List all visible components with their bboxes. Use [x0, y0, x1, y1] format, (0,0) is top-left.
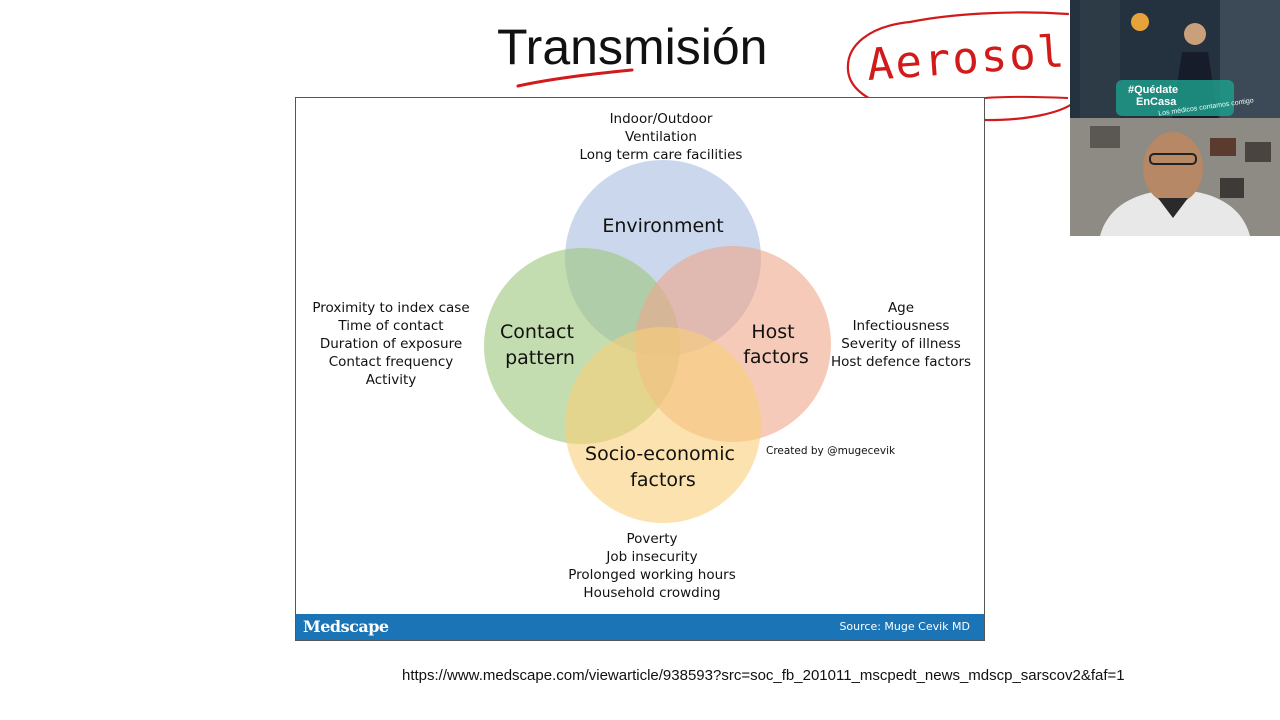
venn-figure: Environment Contact pattern Host factors… [295, 97, 985, 641]
annotation-strike [984, 95, 1069, 99]
logo-icon [1131, 13, 1149, 31]
list-item: Job insecurity [606, 549, 698, 565]
contact-label: Contact pattern [500, 321, 580, 369]
video-frame-graphic [1070, 118, 1280, 236]
list-item: Host defence factors [830, 354, 972, 370]
list-item: Severity of illness [841, 336, 961, 352]
figure-footer: Medscape Source: Muge Cevik MD [296, 614, 984, 640]
badge-line-2: EnCasa [1136, 96, 1177, 108]
contact-factors: Proximity to index case Time of contact … [306, 299, 476, 389]
environment-label: Environment [602, 215, 723, 237]
annotation-text: Aerosol [865, 26, 1068, 91]
list-item: Time of contact [338, 318, 444, 334]
figure-credit: Created by @mugecevik [766, 445, 896, 457]
presenter-video-top: #Quédate EnCasa Los médicos contamos con… [1070, 0, 1280, 118]
video-frame-graphic [1070, 0, 1280, 118]
list-item: Proximity to index case [312, 300, 470, 316]
host-label: Host factors [743, 321, 809, 368]
source-url[interactable]: https://www.medscape.com/viewarticle/938… [402, 667, 1125, 684]
socio-label: Socio-economic factors [585, 443, 741, 491]
list-item: Duration of exposure [319, 336, 463, 352]
medscape-logo: Medscape [303, 617, 389, 636]
list-item: Activity [365, 372, 417, 388]
socio-factors: Poverty Job insecurity Prolonged working… [566, 530, 738, 602]
venn-diagram: Environment Contact pattern Host factors… [484, 160, 831, 523]
presenter-video-bottom [1070, 118, 1280, 236]
figure-source: Source: Muge Cevik MD [839, 620, 970, 633]
list-item: Ventilation [625, 129, 697, 145]
list-item: Prolonged working hours [568, 567, 736, 583]
list-item: Long term care facilities [579, 147, 743, 163]
slide-title: Transmisión [497, 19, 768, 75]
list-item: Age [887, 300, 915, 316]
badge-line-1: #Quédate [1128, 84, 1179, 96]
environment-factors: Indoor/Outdoor Ventilation Long term car… [561, 110, 761, 164]
socio-circle [565, 327, 761, 523]
host-factors: Age Infectiousness Severity of illness H… [826, 299, 976, 371]
list-item: Infectiousness [852, 318, 950, 334]
list-item: Poverty [626, 531, 678, 547]
list-item: Contact frequency [328, 354, 454, 370]
list-item: Indoor/Outdoor [609, 111, 713, 127]
list-item: Household crowding [583, 585, 721, 601]
